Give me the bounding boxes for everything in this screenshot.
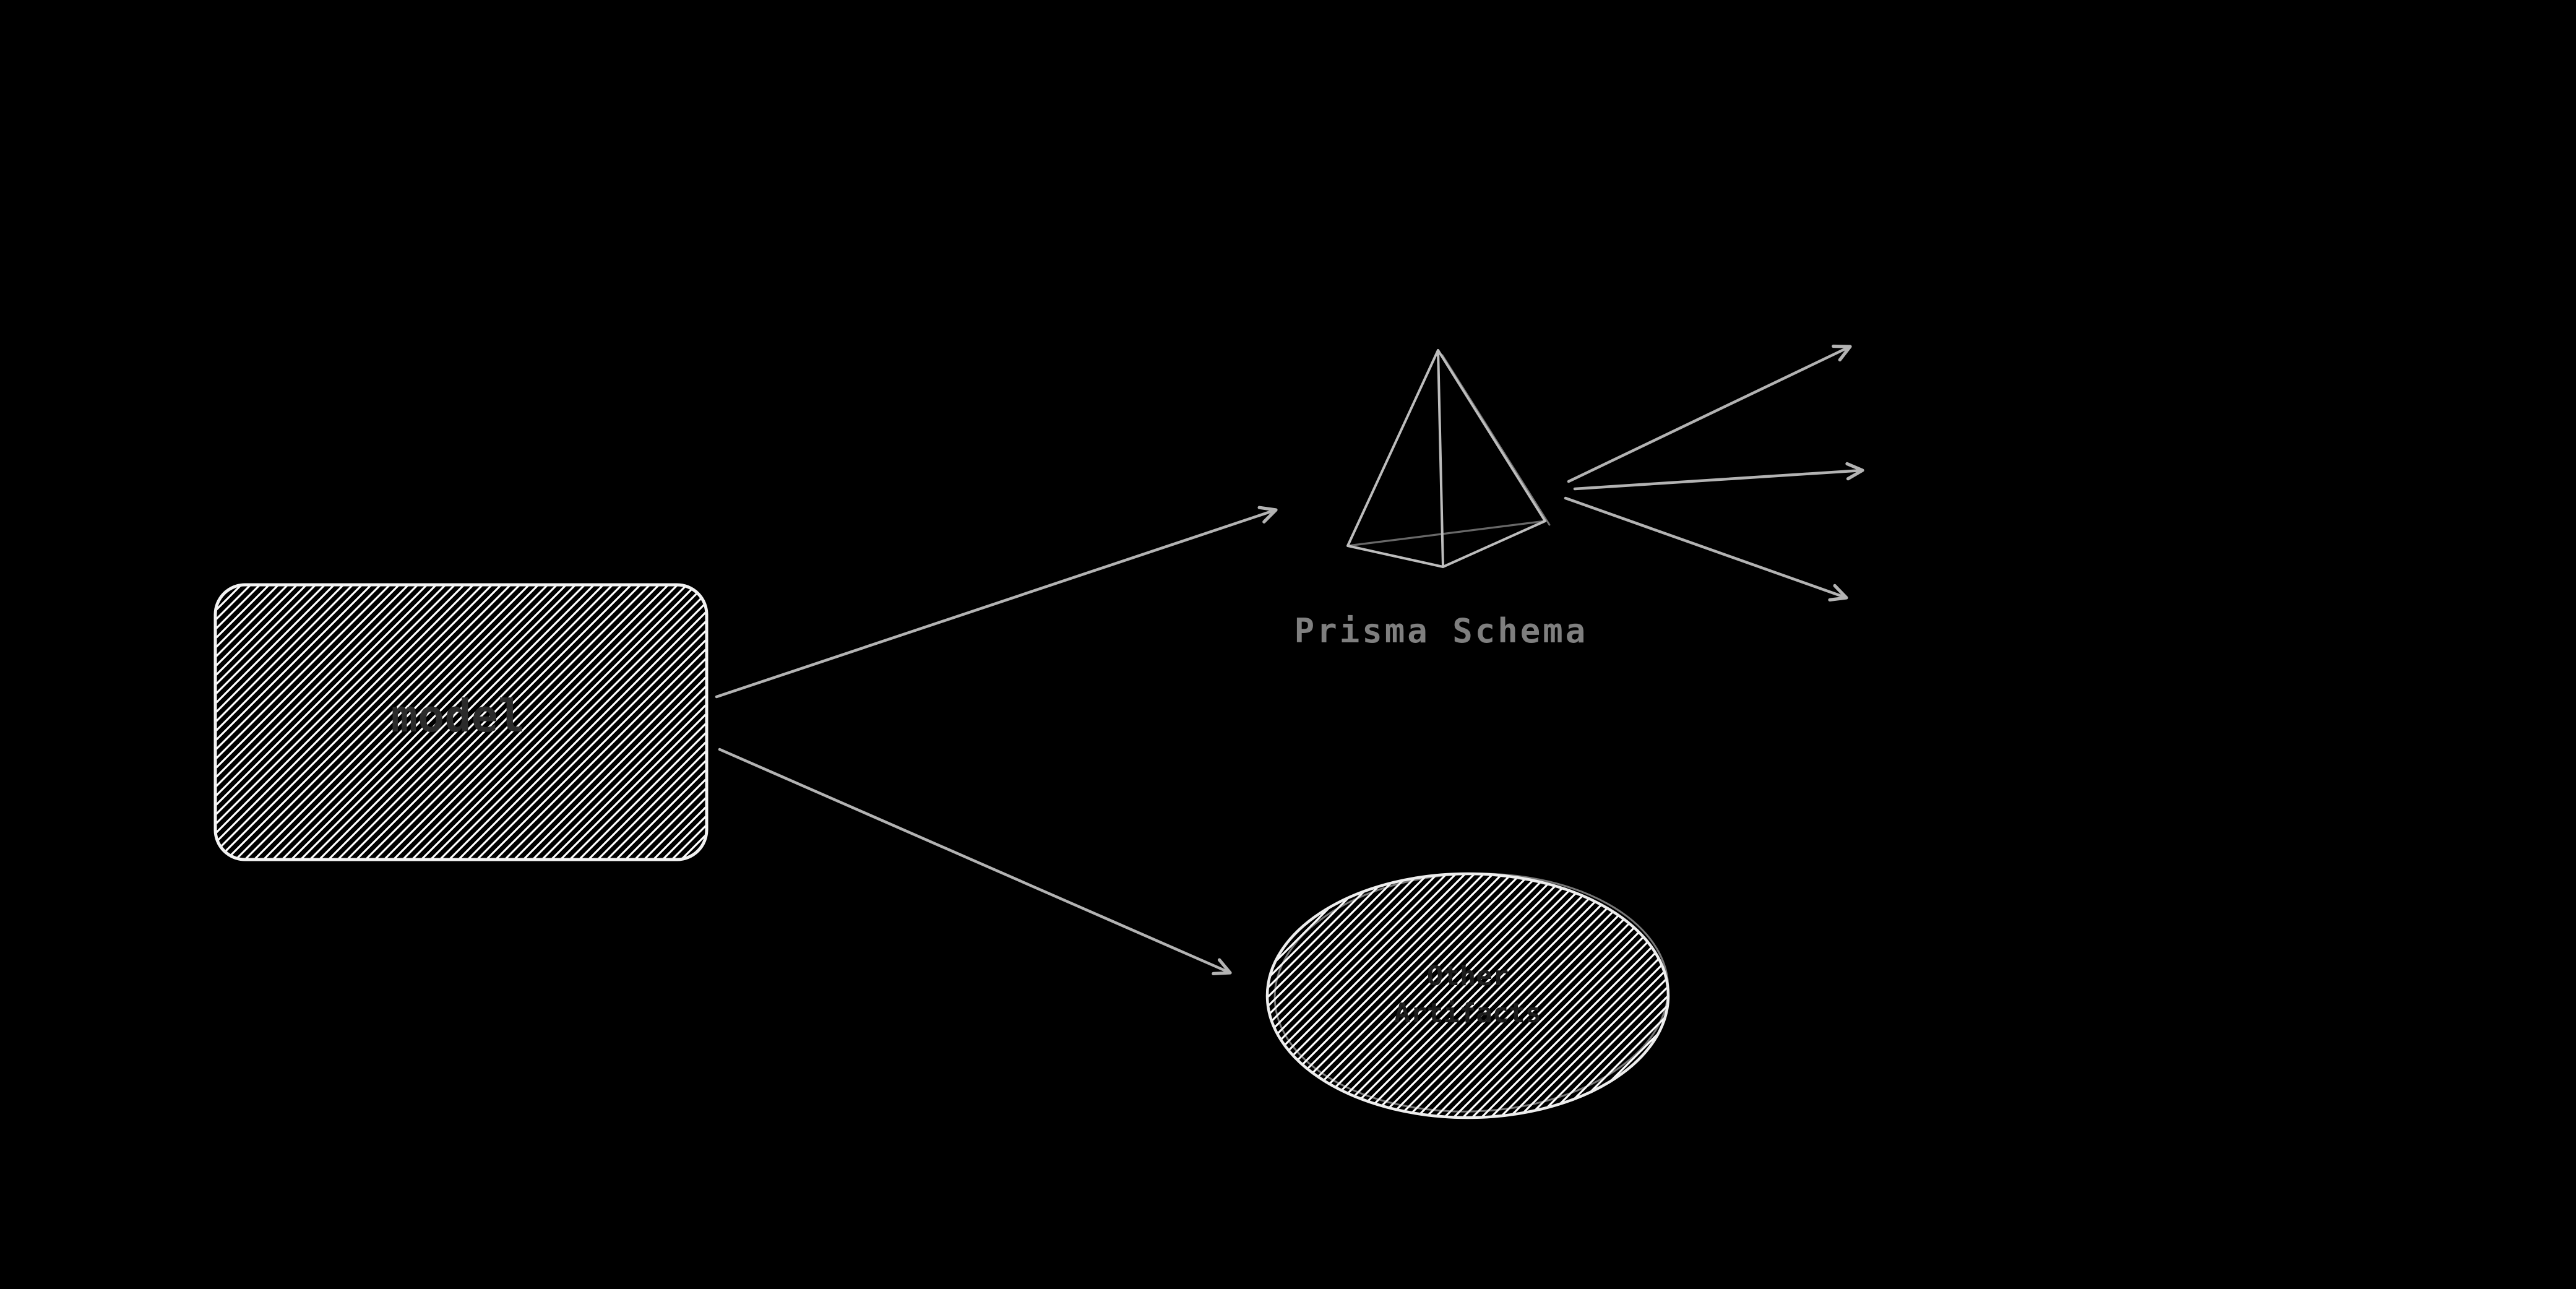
prisma-schema-label: Prisma Schema (1294, 611, 1588, 650)
model-box-node: model (213, 583, 709, 861)
edge-schema-output-top (1567, 344, 1852, 483)
prism-sketch-edge (1441, 354, 1551, 526)
other-artifacts-node: Other Artifacts (1265, 872, 1670, 1119)
model-box-label: model (391, 690, 525, 742)
model-box-shape (213, 583, 709, 861)
edge-schema-output-bottom-line (1564, 496, 1848, 601)
prism-base-edge (1346, 520, 1546, 547)
other-artifacts-label-line2: Artifacts (1394, 998, 1541, 1029)
other-artifacts-label-line1: Other (1427, 960, 1509, 992)
edge-schema-output-top-line (1567, 344, 1852, 483)
edge-model-to-prisma-schema-line (715, 506, 1278, 699)
edge-model-to-other-artifacts-line (718, 748, 1232, 976)
edge-schema-output-middle (1573, 462, 1864, 491)
prisma-schema-node: Prisma Schema (1294, 349, 1588, 650)
prism-shape (1346, 349, 1546, 568)
edge-schema-output-middle-line (1573, 462, 1864, 491)
edge-model-to-other-artifacts (718, 748, 1232, 976)
other-artifacts-shape (1265, 872, 1670, 1119)
other-artifacts-sketch-outline (1273, 873, 1669, 1113)
edge-schema-output-bottom (1564, 496, 1848, 601)
edge-model-to-prisma-schema (715, 506, 1278, 699)
